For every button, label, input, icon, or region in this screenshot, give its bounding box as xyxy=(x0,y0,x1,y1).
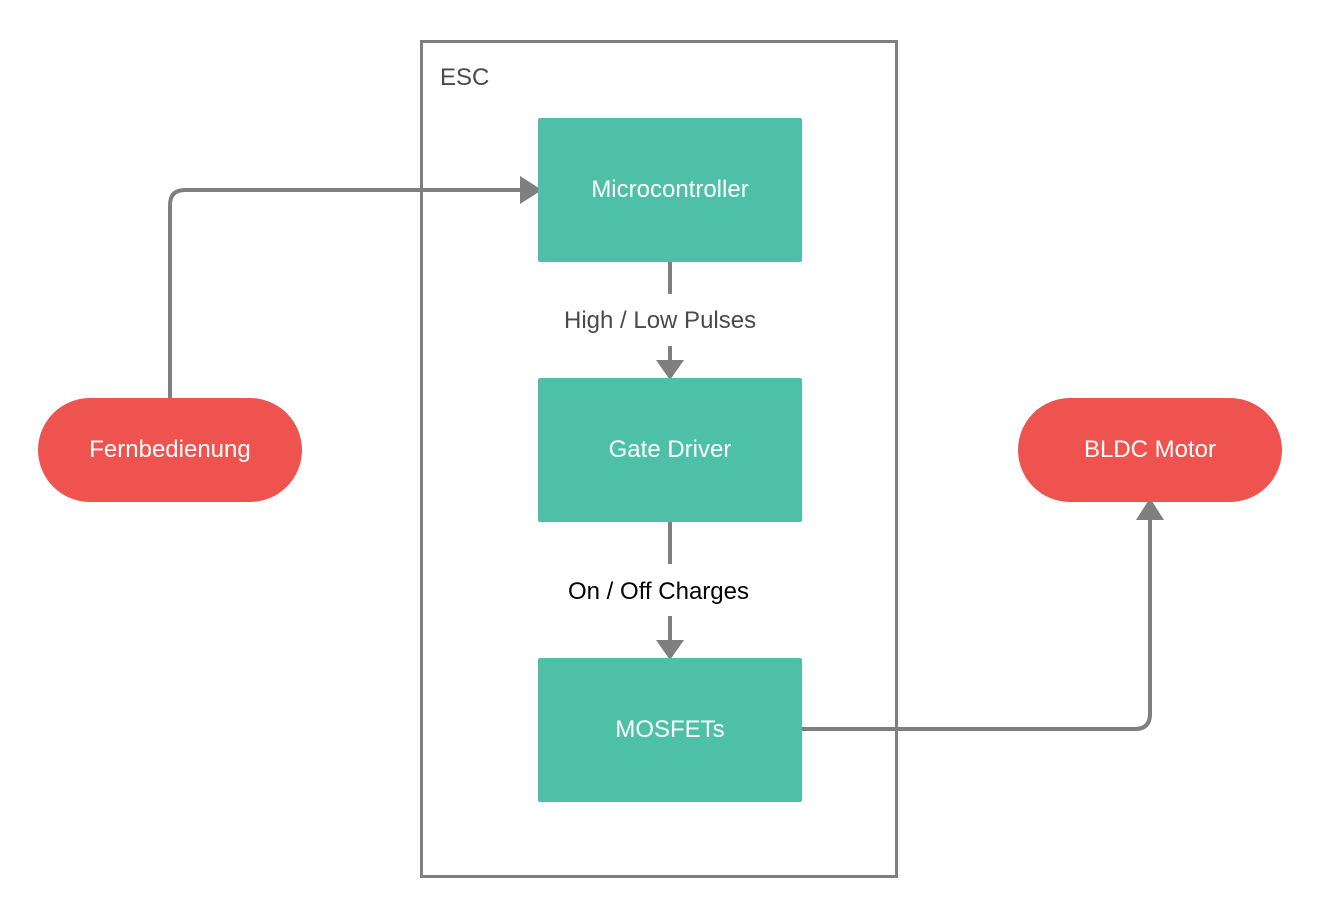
connector-remote-to-microcontroller xyxy=(168,188,528,400)
arrowhead-motor xyxy=(1136,498,1164,520)
mosfets-block: MOSFETs xyxy=(538,658,802,802)
edge-label-on-off-charges: On / Off Charges xyxy=(564,576,753,608)
esc-container xyxy=(420,40,898,878)
microcontroller-block: Microcontroller xyxy=(538,118,802,262)
bldc-motor-terminal: BLDC Motor xyxy=(1018,398,1282,502)
connector-mosfets-to-motor xyxy=(802,518,1152,731)
gate-driver-block: Gate Driver xyxy=(538,378,802,522)
arrowhead-gate-driver xyxy=(656,360,684,380)
remote-control-terminal: Fernbedienung xyxy=(38,398,302,502)
edge-label-high-low-pulses: High / Low Pulses xyxy=(560,305,761,337)
arrowhead-microcontroller xyxy=(520,176,542,204)
arrowhead-mosfets xyxy=(656,640,684,660)
esc-label: ESC xyxy=(440,64,490,91)
